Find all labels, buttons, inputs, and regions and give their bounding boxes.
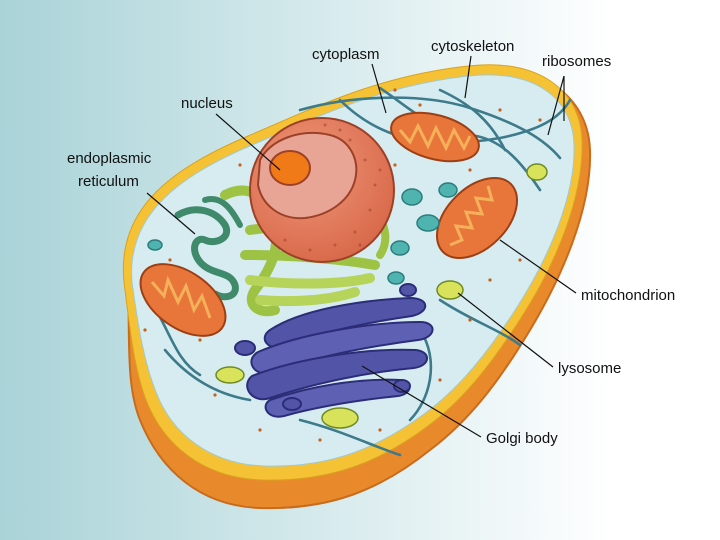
label-ribosomes: ribosomes xyxy=(542,53,611,70)
nucleus xyxy=(250,118,394,262)
label-nucleus: nucleus xyxy=(181,95,233,112)
label-cytoskeleton: cytoskeleton xyxy=(431,38,514,55)
label-lysosome: lysosome xyxy=(558,360,621,377)
label-golgi: Golgi body xyxy=(486,430,558,447)
nucleolus xyxy=(270,151,310,185)
label-mitochondrion: mitochondrion xyxy=(581,287,675,304)
label-cytoplasm: cytoplasm xyxy=(312,46,380,63)
label-endoplasmic: endoplasmic xyxy=(67,150,152,167)
label-reticulum: reticulum xyxy=(78,173,139,190)
